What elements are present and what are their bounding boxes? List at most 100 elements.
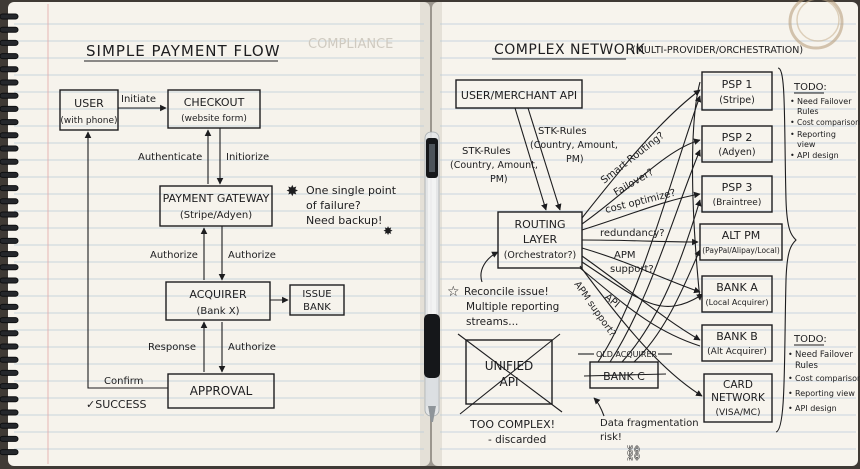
- todo-top-text-2: Rules: [797, 107, 819, 116]
- spiral-ring: [0, 409, 19, 416]
- psp3-sub: (Braintree): [713, 198, 762, 208]
- spiral-ring: [0, 145, 19, 152]
- reconcile-arrow: [480, 251, 499, 283]
- routing-connections: [579, 81, 703, 397]
- arrow-approval-user: [84, 131, 168, 389]
- psp1-label: PSP 1: [722, 78, 753, 91]
- psp2-label: PSP 2: [722, 131, 753, 144]
- spiral-ring: [0, 303, 19, 310]
- todo-top-text-1: Need Failover: [797, 97, 852, 106]
- left-page: [8, 2, 430, 466]
- todo-top-heading: TODO:: [793, 82, 827, 93]
- too-complex-1: TOO COMPLEX!: [469, 418, 555, 431]
- card-network-label-2: NETWORK: [711, 392, 766, 404]
- banka-sub: (Local Acquirer): [706, 298, 769, 307]
- user-node-sub: (with phone): [60, 116, 117, 126]
- checkout-node: [167, 89, 261, 129]
- right-title-sub: (MULTI-PROVIDER/ORCHESTRATION): [632, 45, 803, 56]
- todo-top-text-3: Cost comparison: [797, 118, 860, 127]
- svg-text:•: •: [788, 374, 793, 383]
- spiral-ring: [0, 26, 19, 33]
- svg-text:•: •: [788, 350, 793, 359]
- broken-link-icon: ⛓: [624, 444, 643, 462]
- spiral-binding: [0, 13, 19, 456]
- spiral-ring: [0, 449, 19, 456]
- label-confirm: Confirm: [104, 376, 143, 387]
- bankc-strike: [583, 373, 667, 377]
- svg-text:•: •: [790, 151, 795, 160]
- acquirer-node-sub: (Bank X): [197, 306, 240, 317]
- approval-node: [167, 373, 275, 409]
- ruled-lines: [14, 23, 856, 450]
- spiral-ring: [0, 211, 19, 218]
- spiral-ring: [0, 92, 19, 99]
- stk-left-2: (Country, Amount,: [450, 160, 538, 171]
- spiral-ring: [0, 158, 19, 165]
- svg-text:•: •: [788, 389, 793, 398]
- spiral-ring: [0, 251, 19, 258]
- star-icon: ☆: [447, 284, 460, 300]
- old-acquirer-label: OLD ACQUIRER: [596, 350, 658, 359]
- routing-label-1: ROUTING: [514, 218, 565, 231]
- edge-apm-1: APM: [614, 250, 636, 261]
- spiral-ring: [0, 39, 19, 46]
- bankc-label: BANK C: [603, 370, 645, 383]
- spiral-ring: [0, 13, 19, 20]
- psp3-label: PSP 3: [722, 181, 753, 194]
- issue-bank-node: [289, 284, 345, 316]
- fragmentation-arrow: [593, 397, 605, 417]
- spiral-ring: [0, 119, 19, 126]
- altpm-node: [699, 223, 783, 261]
- payment-gateway-node: [159, 185, 273, 227]
- pen: [424, 131, 440, 422]
- merchant-api-label: USER/MERCHANT API: [461, 89, 577, 102]
- routing-label-3: (Orchestrator?): [504, 250, 577, 261]
- reconcile-2: Multiple reporting: [466, 301, 559, 313]
- todo-bottom-heading: TODO:: [793, 334, 827, 345]
- spiral-ring: [0, 356, 19, 363]
- spiral-ring: [0, 422, 19, 429]
- edge-apm-2: support?: [610, 264, 654, 275]
- too-complex-2: - discarded: [488, 434, 546, 446]
- svg-text:•: •: [790, 130, 795, 139]
- card-network-label-1: CARD: [723, 379, 753, 391]
- approval-node-label: APPROVAL: [190, 384, 253, 398]
- burst-icon-2: ✸: [383, 224, 393, 238]
- todo-bottom-text-1: Need Failover: [795, 350, 853, 360]
- label-authorize-1: Authorize: [150, 250, 198, 261]
- spiral-ring: [0, 224, 19, 231]
- reconcile-1: Reconcile issue!: [464, 286, 549, 298]
- altpm-label: ALT PM: [722, 229, 760, 242]
- label-authorize-3: Authorize: [228, 342, 276, 353]
- issue-bank-label-1: ISSUE: [302, 289, 331, 300]
- stk-right-1: STK-Rules: [538, 126, 587, 137]
- user-node-label: USER: [74, 97, 104, 110]
- banka-label: BANK A: [716, 281, 758, 294]
- spiral-ring: [0, 290, 19, 297]
- label-response: Response: [148, 342, 196, 353]
- payment-gateway-label: PAYMENT GATEWAY: [163, 192, 270, 205]
- arrow-api-routing-2: [527, 107, 562, 211]
- reconcile-3: streams...: [466, 316, 518, 328]
- label-authorize-2: Authorize: [228, 250, 276, 261]
- spiral-ring: [0, 105, 19, 112]
- spiral-ring: [0, 53, 19, 60]
- spiral-ring: [0, 383, 19, 390]
- faint-bleedthrough-text: COMPLIANCE: [308, 37, 393, 52]
- spiral-ring: [0, 317, 19, 324]
- unified-api-box: [465, 339, 553, 405]
- bankb-node: [701, 324, 773, 362]
- bankc-node: [589, 361, 659, 389]
- spiral-ring: [0, 66, 19, 73]
- unified-cross-1: [457, 333, 563, 413]
- psp3-node: [701, 175, 773, 213]
- unified-cross-2: [459, 333, 561, 415]
- spiral-ring: [0, 171, 19, 178]
- spiral-ring: [0, 132, 19, 139]
- acquirer-node-label: ACQUIRER: [189, 288, 247, 301]
- spiral-ring: [0, 369, 19, 376]
- payment-gateway-sub: (Stripe/Adyen): [180, 210, 252, 221]
- psp1-sub: (Stripe): [719, 95, 755, 106]
- right-page: [432, 2, 858, 466]
